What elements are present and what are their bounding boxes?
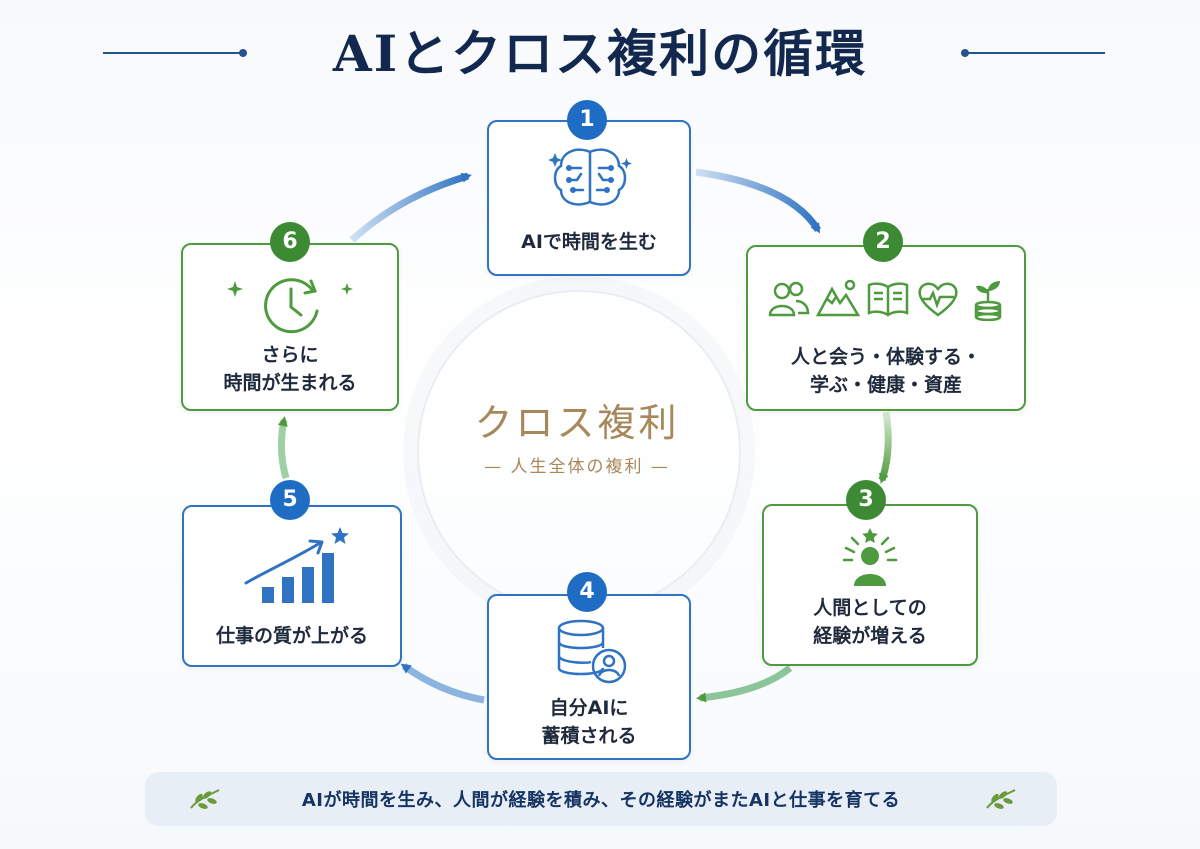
step-5-label: 仕事の質が上がる <box>215 625 368 647</box>
step-2-label-line-2: 学ぶ・健康・資産 <box>809 374 962 396</box>
step-6-card: さらに 時間が生まれる <box>181 243 399 411</box>
step-2-label-line-1: 人と会う・体験する・ <box>790 346 981 368</box>
arrow-6-to-1 <box>349 172 472 243</box>
step-6-badge: 6 <box>270 222 310 262</box>
step-3-label-line-2: 経験が増える <box>813 625 927 647</box>
step-6-label-line-2: 時間が生まれる <box>223 372 357 394</box>
arrow-1-to-2 <box>695 168 821 234</box>
coin-sprout-icon <box>974 281 1002 321</box>
leaf-icon <box>190 789 220 809</box>
clock-refresh-icon <box>227 278 353 334</box>
center-title: クロス複利 <box>474 401 680 445</box>
step-2-badge: 2 <box>863 222 903 262</box>
step-5-card: 仕事の質が上がる <box>182 505 402 667</box>
people-icon <box>768 281 810 317</box>
database-user-icon <box>557 619 627 684</box>
growth-chart-icon <box>244 527 349 603</box>
step-3-card: 人間としての 経験が増える <box>762 504 978 666</box>
arrow-3-to-4 <box>696 665 793 703</box>
step-2-card: 人と会う・体験する・ 学ぶ・健康・資産 <box>746 245 1026 411</box>
brain-icon <box>548 148 632 206</box>
center-subtitle: — 人生全体の複利 — <box>484 457 670 477</box>
person-star-icon <box>842 528 898 586</box>
title-divider-right <box>961 49 1105 57</box>
step-2-icons <box>766 277 1006 325</box>
step-4-badge: 4 <box>567 572 607 612</box>
step-6-label-line-1: さらに <box>261 344 319 366</box>
heart-pulse-icon <box>918 282 958 317</box>
step-3-label-line-1: 人間としての <box>813 597 927 619</box>
step-1-badge: 1 <box>567 100 607 140</box>
book-icon <box>867 282 909 317</box>
summary-banner: AIが時間を生み、人間が経験を積み、その経験がまたAIと仕事を育てる <box>145 772 1057 826</box>
step-3-badge: 3 <box>846 480 886 520</box>
title-divider-left <box>103 49 247 57</box>
summary-text: AIが時間を生み、人間が経験を積み、その経験がまたAIと仕事を育てる <box>301 790 901 811</box>
mountain-icon <box>816 279 860 317</box>
arrow-5-to-6 <box>277 416 290 479</box>
title-row: AIとクロス複利の循環 <box>0 14 1200 84</box>
arrow-4-to-5 <box>400 663 485 704</box>
step-1-label: AIで時間を生む <box>521 231 657 253</box>
step-5-badge: 5 <box>270 480 310 520</box>
leaf-icon <box>986 789 1016 809</box>
arrow-2-to-3 <box>878 411 892 484</box>
step-1-card: AIで時間を生む <box>487 120 691 276</box>
step-4-label-line-2: 蓄積される <box>541 725 637 747</box>
step-4-card: 自分AIに 蓄積される <box>487 594 691 760</box>
page-title: AIとクロス複利の循環 <box>332 24 868 83</box>
step-4-label-line-1: 自分AIに <box>549 697 629 719</box>
